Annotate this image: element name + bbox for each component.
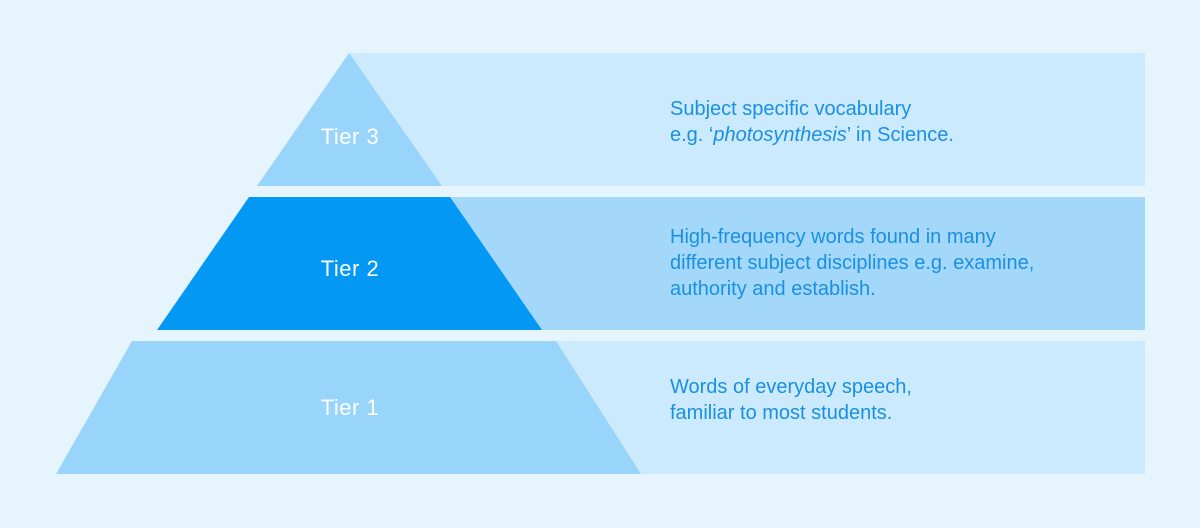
tier-2-description: High-frequency words found in many diffe… xyxy=(670,224,1034,302)
italic-example-word: photosynthesis xyxy=(713,124,847,146)
tier-1-description: Words of everyday speech, familiar to mo… xyxy=(670,374,912,426)
tier-3-description-line: Subject specific vocabulary xyxy=(670,98,912,120)
text-fragment: e.g. ‘ xyxy=(670,124,714,146)
tier-3-description-line: e.g. ‘photosynthesis’ in Science. xyxy=(670,122,954,148)
tier-1-label: Tier 1 xyxy=(320,395,380,420)
tier-2-description-line: High-frequency words found in many xyxy=(670,226,996,248)
tier-2-trapezoid xyxy=(157,197,542,330)
tier-3-triangle xyxy=(257,53,442,186)
tier-3-label: Tier 3 xyxy=(320,124,380,149)
text-fragment: ’ in Science. xyxy=(846,124,954,146)
tier-1-description-line: Words of everyday speech, xyxy=(670,376,912,398)
tier-3-band xyxy=(349,53,1145,186)
tier-2-description-line: different subject disciplines e.g. exami… xyxy=(670,252,1035,274)
tier-1-trapezoid xyxy=(56,341,641,474)
tier-2-label: Tier 2 xyxy=(320,256,380,281)
tier-2-description-line: authority and establish. xyxy=(670,278,876,300)
tier-3-description: Subject specific vocabulary e.g. ‘photos… xyxy=(670,96,954,148)
tier-1-description-line: familiar to most students. xyxy=(670,402,893,424)
